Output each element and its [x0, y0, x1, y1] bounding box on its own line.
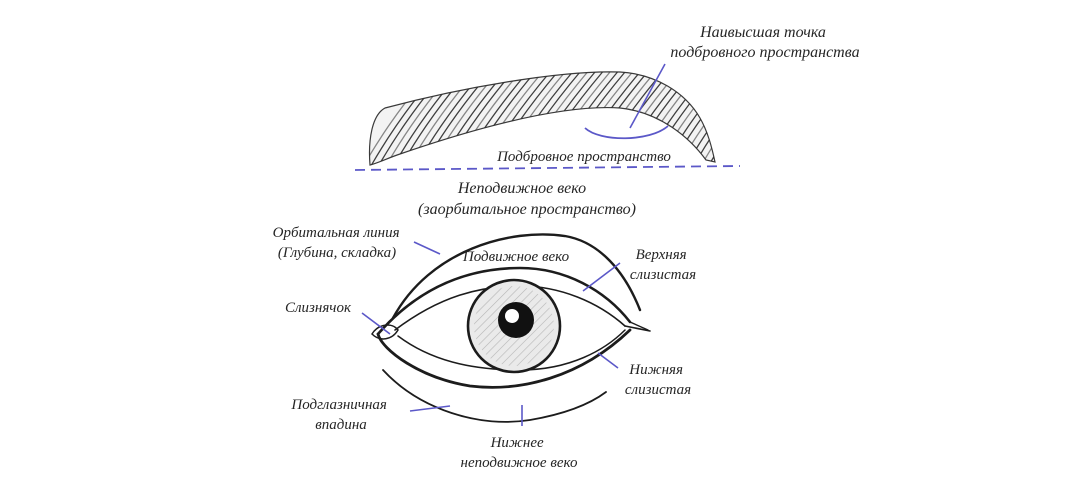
lower-mucosa-label: Нижняя слизистая — [625, 362, 691, 398]
upper-mucosa-label: Верхняя слизистая — [630, 247, 696, 283]
eye-icon — [371, 233, 651, 423]
eyebrow-hair-stroke — [704, 71, 715, 165]
brow-peak-label: Наивысшая точка подбровного пространства — [670, 24, 859, 61]
caruncle-pointer — [361, 312, 391, 335]
infraorbital-pointer — [409, 405, 451, 412]
upper-mucosa-pointer — [582, 262, 621, 292]
iris-icon — [466, 278, 562, 374]
brow-space-label: Подбровное пространство — [496, 149, 671, 165]
eyebrow-hair-stroke — [711, 71, 715, 165]
infraorbital-label: Подглазничная впадина — [290, 397, 390, 433]
orbital-line-pointer — [413, 241, 441, 255]
caruncle-label: Слизнячок — [285, 300, 352, 316]
brow-space-arc — [584, 125, 669, 140]
mobile-lid-label: Подвижное веко — [462, 249, 570, 265]
lower-fixed-lid-label: Нижнее неподвижное веко — [461, 435, 578, 471]
brow-peak-pointer — [629, 63, 666, 129]
lower-mucosa-pointer — [597, 352, 619, 369]
orbital-line-label: Орбитальная линия (Глубина, складка) — [273, 225, 404, 261]
brow-baseline — [354, 165, 741, 171]
fixed-lid-label: Неподвижное веко (заорбитальное простран… — [418, 180, 636, 218]
pupil-highlight — [505, 309, 519, 323]
